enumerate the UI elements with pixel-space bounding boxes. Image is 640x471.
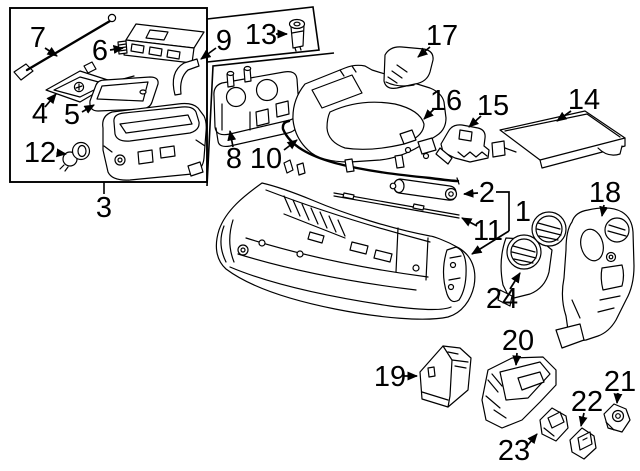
group-boxes [9,6,335,194]
arrow-9 [200,47,217,60]
callout-11: 11 [473,215,503,247]
part-4-tray [45,61,135,103]
part-13-stud [288,18,306,52]
part-1-console-body [215,159,476,320]
arrow-1 [471,230,510,255]
part-9-bracket [172,58,200,96]
part-17-lid [383,46,434,89]
arrow-8 [227,130,237,148]
part-21-switch [603,403,631,433]
callout-20: 20 [502,325,534,357]
callout-2: 2 [479,177,495,209]
callout-23: 23 [498,435,530,467]
callout-labels: 7 6 9 13 17 4 5 16 15 14 12 8 10 2 1 11 … [24,19,636,467]
arrow-4 [44,93,57,108]
part-11-rod [333,192,460,219]
arrow-11 [461,217,478,227]
callout-8: 8 [226,143,242,175]
callout-24: 24 [486,283,518,315]
arrow-14 [556,110,572,122]
group-box-13 [206,6,320,63]
leader-arrows [44,29,623,447]
callout-17: 17 [426,20,458,52]
part-15-latch [435,124,490,165]
callout-14: 14 [568,84,600,116]
callout-15: 15 [477,90,509,122]
part-14-armrest-lid [491,110,626,169]
part-8-cupholder [213,65,300,148]
arrow-18 [599,204,609,217]
callout-9: 9 [216,25,232,57]
part-7-rod [13,13,117,81]
callout-7: 7 [30,22,46,54]
part-12-plug [59,141,91,172]
part-16-trim-panel [292,64,447,173]
callout-22: 22 [571,386,603,418]
callout-16: 16 [430,85,462,117]
arrow-16 [423,108,435,120]
part-10-strip [281,119,460,185]
part-23-switch [539,407,569,442]
group-box-assembly-3 [9,7,208,183]
bracket-1 [496,191,510,231]
arrow-21 [613,392,623,404]
callout-21: 21 [604,366,636,398]
callout-19: 19 [374,361,406,393]
arrow-24 [509,272,521,290]
group-box-8 [206,52,335,187]
arrow-2 [463,188,479,198]
arrow-20 [512,352,522,366]
part-6-control-module [117,23,205,64]
part-18-rear-panel [555,207,635,349]
part-3-storage-box [102,102,207,181]
parts-artwork [13,13,635,460]
arrow-23 [526,433,538,447]
arrow-5 [81,104,95,114]
callout-3: 3 [96,192,112,224]
arrow-10 [283,139,298,151]
callout-5: 5 [64,99,80,131]
callout-13: 13 [245,19,277,51]
callout-6: 6 [92,35,108,67]
part-22-switch [569,427,597,460]
callout-18: 18 [589,177,621,209]
part-2-damper [389,178,458,201]
part-20-housing [481,356,557,429]
part-5-mat [89,76,159,112]
arrow-6 [109,44,124,54]
arrow-15 [468,115,482,128]
callout-1: 1 [515,196,531,228]
arrow-17 [417,46,431,58]
callout-12: 12 [24,137,56,169]
callout-10: 10 [250,143,282,175]
part-19-pocket [419,345,472,408]
arrow-7 [44,46,58,57]
callout-4: 4 [32,98,48,130]
arrow-12 [56,148,67,158]
arrow-22 [578,412,588,427]
